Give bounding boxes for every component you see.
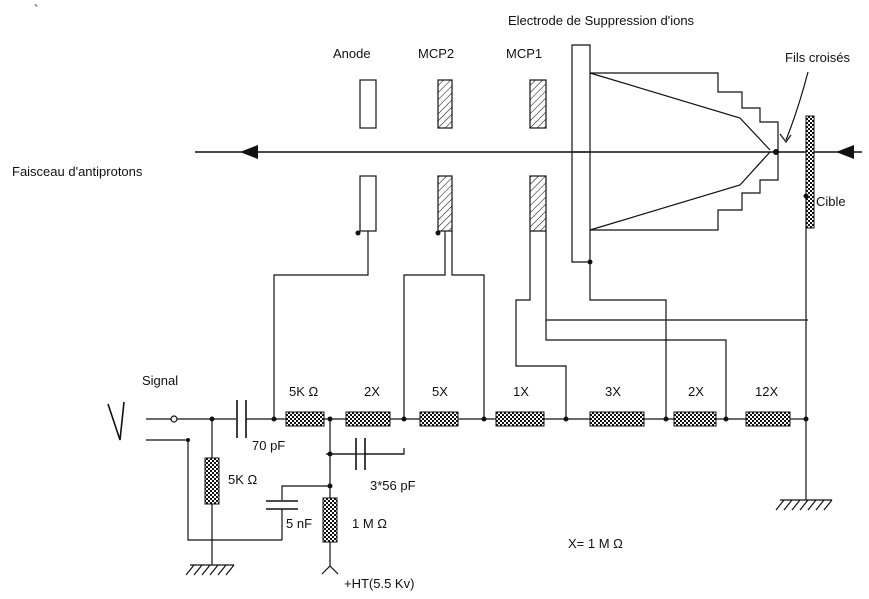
anode-label: Anode	[333, 46, 371, 61]
x-definition: X= 1 M Ω	[568, 536, 623, 551]
mcp1-label: MCP1	[506, 46, 542, 61]
cible-label: Cible	[816, 194, 846, 209]
anode-lower	[359, 175, 377, 232]
r-2x-b-label: 2X	[688, 384, 704, 399]
bus-node-3	[481, 416, 487, 422]
electrode-lead-dot	[587, 259, 593, 265]
r-5k-label: 5K Ω	[289, 384, 319, 399]
bus-node-mcp2	[401, 416, 407, 422]
electrode-outer-shape	[571, 44, 779, 263]
bus-node-5	[663, 416, 669, 422]
cap-3x56-label: 3*56 pF	[370, 478, 416, 493]
mcp2-lead-dot	[435, 230, 441, 236]
ground-left-icon	[185, 564, 235, 576]
fils-pointer-arrowhead	[779, 133, 792, 144]
mcp2-label: MCP2	[418, 46, 454, 61]
bus-node-6	[723, 416, 729, 422]
mcp1-upper	[529, 79, 547, 129]
electrode-lead	[589, 262, 667, 418]
ht-node-5nf	[327, 483, 333, 489]
r-2x	[345, 411, 391, 427]
electrode-label: Electrode de Suppression d'ions	[508, 13, 695, 28]
signal-return	[187, 440, 212, 541]
r-12x-label: 12X	[755, 384, 778, 399]
bus-node-end	[803, 416, 809, 422]
ht-terminal-icon	[321, 565, 339, 575]
r-1m-label: 1 M Ω	[352, 516, 387, 531]
stray-tick: `	[34, 2, 38, 17]
mcp1-lower	[529, 175, 547, 232]
r-5k-shunt	[204, 457, 220, 505]
cap-5nf-lead-top	[281, 485, 330, 500]
anode-lead	[273, 231, 369, 418]
bus-node-anode	[271, 416, 277, 422]
r-5x	[419, 411, 459, 427]
beam-arrow-left-icon	[240, 145, 258, 159]
target-plate	[805, 115, 815, 229]
signal-terminal-top	[170, 415, 178, 423]
beam-arrow-right-icon	[836, 145, 854, 159]
r-3x	[589, 411, 645, 427]
cap-5nf-label: 5 nF	[286, 516, 312, 531]
r-1x	[495, 411, 545, 427]
anode-upper	[359, 79, 377, 129]
r-3x-label: 3X	[605, 384, 621, 399]
r-5k-shunt-label: 5K Ω	[228, 472, 258, 487]
mcp1-front-lead-bridge	[545, 231, 808, 321]
target-wire-dot	[803, 193, 809, 199]
fils-croises-label: Fils croisés	[785, 50, 851, 65]
mcp2-front-lead	[451, 231, 485, 418]
r-1x-label: 1X	[513, 384, 529, 399]
cap-70pf-label: 70 pF	[252, 438, 285, 453]
signal-source-icon	[107, 401, 125, 441]
mcp2-upper	[437, 79, 453, 129]
anode-lead-dot	[355, 230, 361, 236]
r-1m	[322, 497, 338, 543]
ht-label: +HT(5.5 Kv)	[344, 576, 414, 591]
r-2x-b	[673, 411, 717, 427]
fils-pointer-line	[785, 71, 809, 141]
r-2x-label: 2X	[364, 384, 380, 399]
mcp1-front-lead	[545, 320, 727, 418]
ground-right-icon	[775, 499, 833, 511]
r-5x-label: 5X	[432, 384, 448, 399]
mcp2-lower	[437, 175, 453, 232]
r-5k	[285, 411, 325, 427]
signal-label: Signal	[142, 373, 178, 388]
r-12x	[745, 411, 791, 427]
mcp1-rear-lead	[515, 231, 567, 418]
mcp2-lead	[403, 231, 446, 418]
cone-apex-dot	[773, 149, 779, 155]
faisceau-label: Faisceau d'antiprotons	[12, 164, 143, 179]
bus-node-4	[563, 416, 569, 422]
